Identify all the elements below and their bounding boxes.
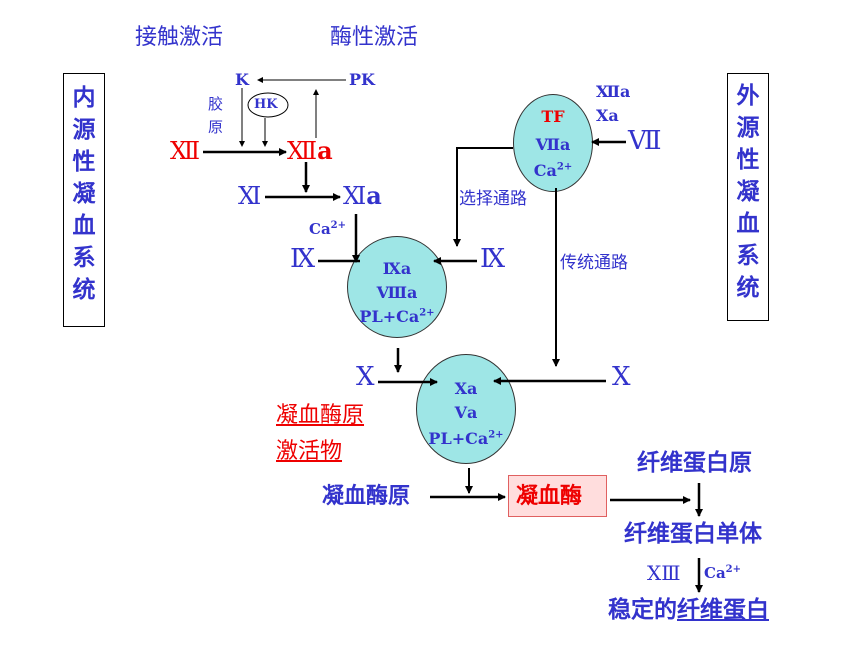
complex-ixa-label: Ⅸa xyxy=(382,259,412,278)
select-pathway-label: 选择通路 xyxy=(459,189,527,209)
factor-xiia: Ⅻa xyxy=(287,136,333,165)
enzyme-activation-label: 酶性激活 xyxy=(330,25,419,50)
ca-ion-label: Ca2+ xyxy=(309,220,347,238)
tf-label: TF xyxy=(541,107,565,126)
extrinsic-char: 性 xyxy=(736,147,760,173)
classic-pathway-label: 传统通路 xyxy=(560,253,628,273)
k-label: K xyxy=(235,70,249,89)
intrinsic-char: 系 xyxy=(72,245,96,271)
stable-fibrin-label: 稳定的纤维蛋白 xyxy=(608,597,769,623)
complex-tf-viia: TF Ⅶa Ca2+ xyxy=(513,94,593,192)
extrinsic-char: 凝 xyxy=(736,179,760,205)
factor-vii: Ⅶ xyxy=(628,126,662,156)
intrinsic-char: 性 xyxy=(72,149,96,175)
extrinsic-system-box: 外 源 性 凝 血 系 统 xyxy=(727,73,769,321)
fibrin-monomer-label: 纤维蛋白单体 xyxy=(624,521,762,547)
fibrinogen-label: 纤维蛋白原 xyxy=(637,450,752,476)
factor-xiii: ⅩⅢ xyxy=(647,561,681,585)
thrombin-box xyxy=(508,475,607,517)
hk-ellipse xyxy=(247,92,289,118)
hk-label: HK xyxy=(254,97,278,112)
factor-x-left: Ⅹ xyxy=(356,362,375,392)
intrinsic-char: 凝 xyxy=(72,181,96,207)
tf-ca-label: Ca2+ xyxy=(533,161,573,180)
extrinsic-char: 系 xyxy=(736,243,760,269)
factor-xi: Ⅺ xyxy=(238,182,262,210)
extrinsic-char: 血 xyxy=(736,211,760,237)
complex-va-label: Ⅴa xyxy=(454,403,478,422)
thrombin-label: 凝血酶 xyxy=(516,484,583,509)
intrinsic-char: 源 xyxy=(72,117,96,143)
ca-bottom-label: Ca2+ xyxy=(704,564,742,582)
prothrombin-activator-line2: 激活物 xyxy=(276,439,343,464)
intrinsic-char: 血 xyxy=(72,213,96,239)
contact-activation-label: 接触激活 xyxy=(135,25,224,50)
collagen-char: 原 xyxy=(208,118,224,136)
complex-xa-va: Ⅹa Ⅴa PL+Ca2+ xyxy=(416,354,516,464)
xa-activator-label: Ⅹa xyxy=(596,106,619,125)
intrinsic-system-box: 内 源 性 凝 血 系 统 xyxy=(63,73,105,327)
factor-x-right: Ⅹ xyxy=(612,362,631,392)
factor-xia: Ⅺa xyxy=(343,181,382,210)
extrinsic-char: 外 xyxy=(736,83,760,109)
prothrombin-label: 凝血酶原 xyxy=(322,484,411,509)
factor-xii: Ⅻ xyxy=(170,137,201,165)
complex2-pl-ca-label: PL+Ca2+ xyxy=(428,429,504,448)
factor-ix-right: Ⅸ xyxy=(480,244,506,274)
xiia-activator-label: Ⅻa xyxy=(596,82,631,101)
complex-pl-ca-label: PL+Ca2+ xyxy=(359,307,435,326)
complex-viiia-label: Ⅷa xyxy=(376,283,418,302)
complex-ixa-viiia: Ⅸa Ⅷa PL+Ca2+ xyxy=(347,236,447,338)
extrinsic-char: 源 xyxy=(736,115,760,141)
pk-label: PK xyxy=(349,70,375,89)
select-pathway-arrow xyxy=(453,147,513,247)
factor-ix: Ⅸ xyxy=(290,244,316,274)
complex-xa-label: Ⅹa xyxy=(454,379,478,398)
intrinsic-char: 统 xyxy=(72,277,96,303)
viia-label: Ⅶa xyxy=(535,135,571,154)
intrinsic-char: 内 xyxy=(72,85,96,111)
extrinsic-char: 统 xyxy=(736,275,760,301)
collagen-char: 胶 xyxy=(208,95,224,113)
prothrombin-activator-line1: 凝血酶原 xyxy=(276,403,365,428)
